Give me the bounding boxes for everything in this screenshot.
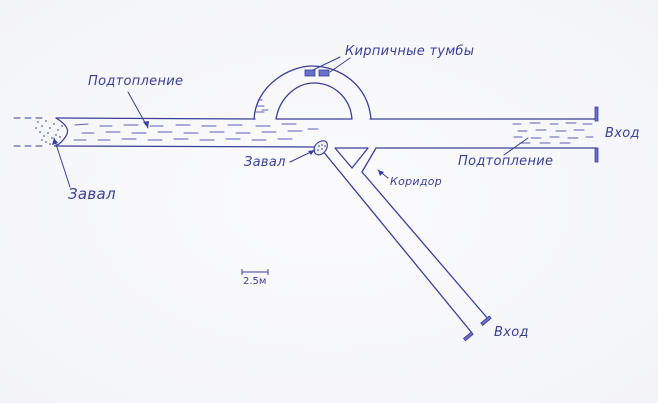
main-tunnel-bottom-wall-left xyxy=(55,145,321,148)
entrance-bottom-markers xyxy=(462,315,492,342)
brick-pillar-1 xyxy=(304,69,316,77)
label-collapse-left: Завал xyxy=(68,185,116,203)
flooding-right-hatching xyxy=(512,122,594,144)
label-entrance-bottom: Вход xyxy=(494,325,529,340)
arrow-bricks-1 xyxy=(312,56,341,71)
brick-pillars xyxy=(304,69,330,77)
collapse-center-rubble xyxy=(313,140,328,156)
arrowhead-collapse-left xyxy=(52,138,58,145)
label-brick-pillars: Кирпичные тумбы xyxy=(345,44,475,59)
arrow-flooding-right xyxy=(503,137,529,156)
scale-label: 2.5м xyxy=(243,276,267,287)
diagonal-corridor xyxy=(321,147,490,334)
arch-passage xyxy=(253,65,372,120)
brick-pillar-2 xyxy=(318,69,330,77)
flooding-left-hatching xyxy=(73,99,319,141)
collapse-left-rubble xyxy=(35,117,69,147)
arrow-bricks-2 xyxy=(329,57,351,73)
corridor-right-wall xyxy=(361,147,490,321)
label-flooding-right: Подтопление xyxy=(458,154,554,169)
entrance-right-markers xyxy=(594,106,599,163)
arch-inner-wall xyxy=(275,82,353,120)
arch-outer-wall xyxy=(253,65,372,120)
label-flooding-left: Подтопление xyxy=(88,74,184,89)
arrowhead-collapse-center xyxy=(308,150,315,155)
label-entrance-right: Вход xyxy=(605,126,640,141)
arrow-collapse-left xyxy=(53,137,71,188)
arrowhead-corridor xyxy=(378,170,384,176)
corridor-left-wall xyxy=(321,149,473,334)
label-collapse-center: Завал xyxy=(244,155,286,170)
triangle-pillar xyxy=(334,147,369,169)
label-corridor: Коридор xyxy=(390,175,443,188)
main-tunnel-top-wall-left xyxy=(55,117,256,120)
leader-lines xyxy=(53,56,529,188)
main-tunnel xyxy=(55,117,597,149)
scale-bar xyxy=(241,269,269,275)
arrowhead-flooding-left xyxy=(143,121,149,128)
left-unexplored-continuation xyxy=(13,117,45,147)
